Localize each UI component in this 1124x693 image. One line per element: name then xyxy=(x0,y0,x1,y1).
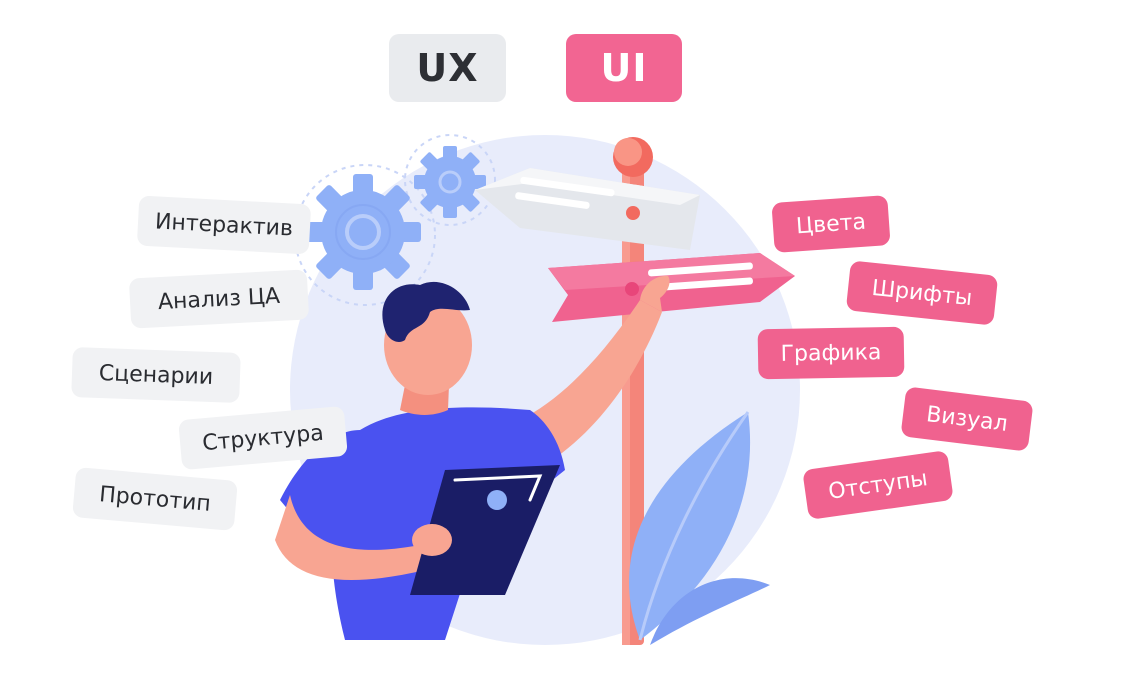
ux-tag-audience-analysis: Анализ ЦА xyxy=(128,269,310,329)
signpost-icon xyxy=(475,137,795,645)
ui-tag-colors: Цвета xyxy=(771,195,891,253)
leaf-icon xyxy=(629,411,770,645)
tablet-icon xyxy=(410,465,560,595)
ui-tag-graphics: Графика xyxy=(757,326,905,380)
ux-tag-scenarios: Сценарии xyxy=(71,347,241,403)
person-illustration xyxy=(275,275,670,640)
ux-badge: UX xyxy=(389,34,506,102)
gear-icon xyxy=(305,174,421,290)
ux-tag-interactive: Интерактив xyxy=(136,195,312,255)
gear-icon-small xyxy=(414,146,486,218)
gear-dash-ring-small xyxy=(404,134,496,226)
ui-badge: UI xyxy=(566,34,682,102)
